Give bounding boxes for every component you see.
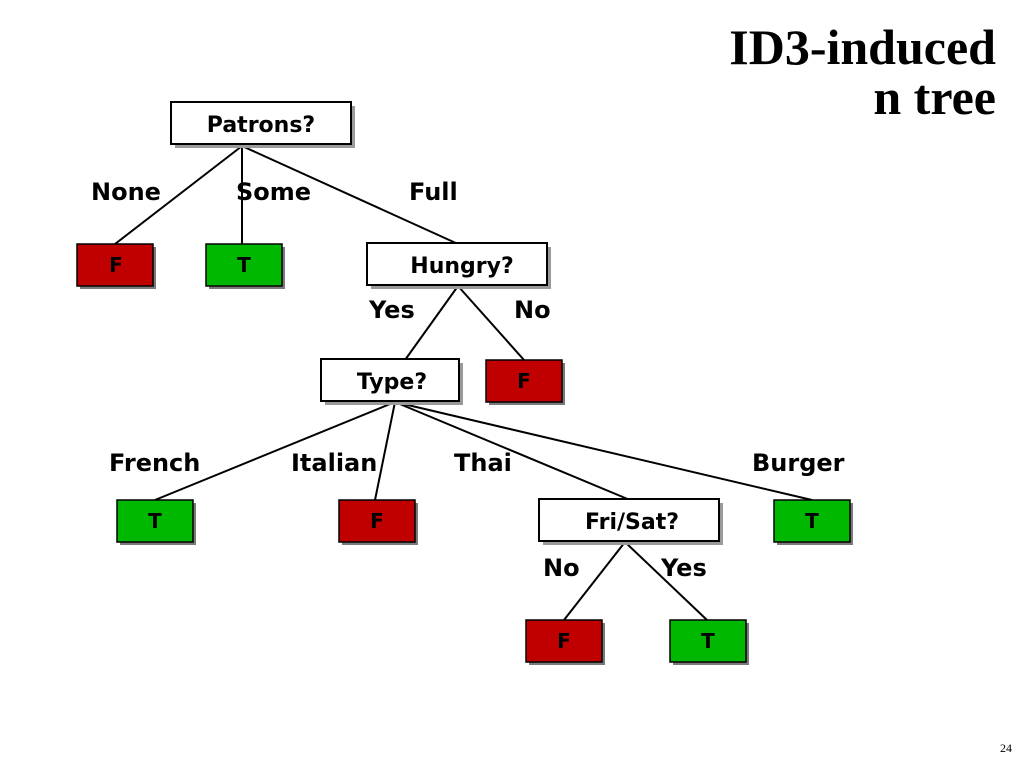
edge-label-full: Full — [409, 178, 458, 206]
edge-hungry-no — [457, 285, 525, 361]
leaf-frisat-no: F — [525, 619, 605, 665]
leaf-type-italian-label: F — [370, 509, 384, 533]
edge-label-hungry-no: No — [514, 296, 551, 324]
leaf-patrons-some: T — [205, 243, 285, 289]
edge-label-burger: Burger — [752, 449, 845, 477]
edge-type-french — [154, 401, 396, 501]
decision-node-hungry: Hungry? — [366, 242, 551, 289]
edge-label-some: Some — [236, 178, 311, 206]
leaf-type-italian: F — [338, 499, 418, 545]
decision-node-patrons: Patrons? — [170, 101, 355, 148]
slide-title: ID3-induced n tree — [576, 22, 996, 122]
edge-label-thai: Thai — [454, 449, 512, 477]
leaf-frisat-yes: T — [669, 619, 749, 665]
leaf-patrons-none: F — [76, 243, 156, 289]
leaf-patrons-none-label: F — [109, 253, 123, 277]
leaf-type-burger: T — [773, 499, 853, 545]
slide-title-line-2: n tree — [873, 69, 996, 125]
slide-title-line-1: ID3-induced — [729, 19, 996, 75]
edge-label-frisat-no: No — [543, 554, 580, 582]
edge-label-french: French — [109, 449, 200, 477]
decision-node-type: Type? — [320, 358, 463, 405]
edge-label-none: None — [91, 178, 161, 206]
leaf-type-french-label: T — [148, 509, 162, 533]
leaf-patrons-some-label: T — [237, 253, 251, 277]
leaf-type-burger-label: T — [805, 509, 819, 533]
edge-frisat-yes — [624, 541, 708, 621]
edge-hungry-yes — [404, 285, 459, 361]
edge-label-hungry-yes: Yes — [368, 296, 415, 324]
decision-node-frisat-label: Fri/Sat? — [585, 510, 679, 535]
page-number: 24 — [1000, 741, 1012, 755]
edge-patrons-none — [114, 145, 243, 245]
edge-type-italian — [374, 401, 396, 501]
leaf-type-french: T — [116, 499, 196, 545]
edge-labels: None Some Full Yes No French Italian Tha… — [91, 178, 845, 582]
decision-node-patrons-label: Patrons? — [207, 113, 315, 138]
tree-edges — [114, 145, 813, 621]
leaf-hungry-no: F — [485, 359, 565, 405]
decision-node-type-label: Type? — [357, 370, 427, 395]
edge-type-burger — [394, 401, 813, 501]
leaf-hungry-no-label: F — [517, 369, 531, 393]
decision-node-frisat: Fri/Sat? — [538, 498, 723, 545]
edge-type-thai — [394, 401, 631, 501]
edge-label-italian: Italian — [291, 449, 377, 477]
leaf-frisat-yes-label: T — [701, 629, 715, 653]
edge-patrons-full — [241, 145, 459, 245]
leaf-frisat-no-label: F — [557, 629, 571, 653]
decision-node-hungry-label: Hungry? — [410, 254, 513, 279]
edge-frisat-no — [563, 541, 626, 621]
edge-label-frisat-yes: Yes — [660, 554, 707, 582]
